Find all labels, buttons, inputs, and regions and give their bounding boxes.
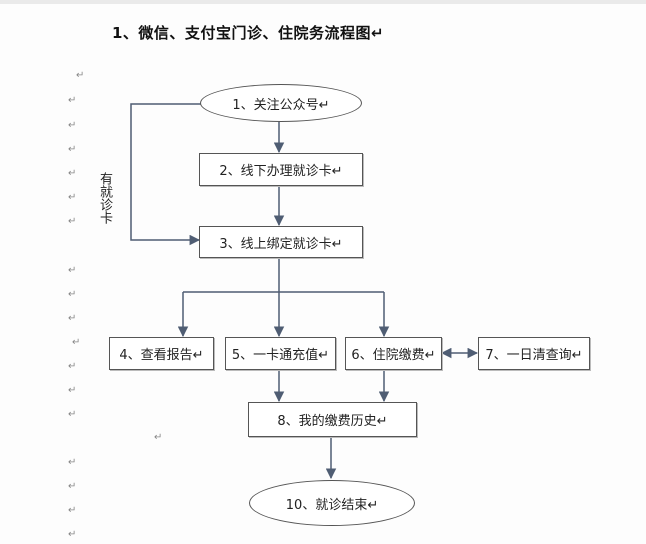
paragraph-mark: ↵ <box>68 409 77 420</box>
paragraph-mark: ↵ <box>72 337 81 348</box>
paragraph-mark: ↵ <box>68 144 77 155</box>
paragraph-mark: ↵ <box>68 385 77 396</box>
paragraph-mark: ↵ <box>68 289 77 300</box>
paragraph-mark: ↵ <box>76 70 85 81</box>
node-bind-card: 3、线上绑定就诊卡↵ <box>199 226 363 258</box>
paragraph-mark: ↵ <box>68 120 77 131</box>
node-card-topup: 5、一卡通充值↵ <box>225 337 336 370</box>
paragraph-mark: ↵ <box>68 457 77 468</box>
paragraph-mark: ↵ <box>68 529 77 540</box>
paragraph-mark: ↵ <box>154 432 163 443</box>
node-view-report: 4、查看报告↵ <box>109 337 214 370</box>
node-daily-statement: 7、一日清查询↵ <box>478 337 590 370</box>
node-follow-account: 1、关注公众号↵ <box>200 84 362 122</box>
node-visit-end: 10、就诊结束↵ <box>249 480 415 526</box>
has-card-label: 有就诊卡 <box>97 172 112 224</box>
paragraph-mark: ↵ <box>68 95 77 106</box>
paragraph-mark: ↵ <box>68 168 77 179</box>
paragraph-mark: ↵ <box>68 481 77 492</box>
flowchart-title: 1、微信、支付宝门诊、住院务流程图↵ <box>112 24 385 42</box>
paragraph-mark: ↵ <box>68 313 77 324</box>
paragraph-mark: ↵ <box>68 505 77 516</box>
node-payment-history: 8、我的缴费历史↵ <box>248 402 417 437</box>
node-offline-card: 2、线下办理就诊卡↵ <box>199 153 363 186</box>
edge-1-to-3-bypass <box>130 103 201 246</box>
node-inpatient-payment: 6、住院缴费↵ <box>345 337 442 370</box>
paragraph-mark: ↵ <box>68 361 77 372</box>
page-top-edge <box>0 0 646 4</box>
paragraph-mark: ↵ <box>68 216 77 227</box>
paragraph-mark: ↵ <box>68 192 77 203</box>
paragraph-mark: ↵ <box>68 265 77 276</box>
